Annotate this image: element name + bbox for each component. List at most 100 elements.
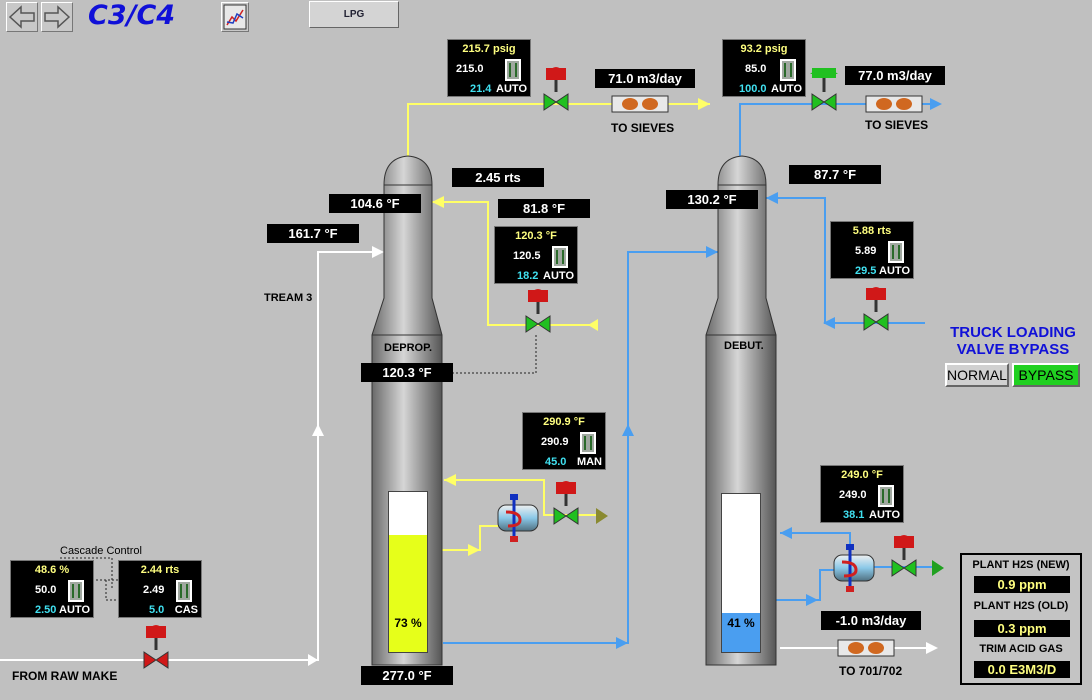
h2s-old-label: PLANT H2S (OLD)	[973, 600, 1069, 612]
sp-value: 5.89	[855, 245, 877, 257]
output-value: 2.50	[35, 604, 57, 616]
arrow-left-icon	[8, 5, 35, 29]
pv-value: 48.6 %	[34, 564, 70, 576]
h2s-new-label: PLANT H2S (NEW)	[972, 559, 1070, 571]
output-value: 29.5	[855, 265, 877, 277]
pv-value: 5.88 rts	[852, 225, 892, 237]
faceplate-icon	[780, 59, 796, 81]
controller-feed-flow[interactable]: 2.44 rts 2.49 5.0 CAS	[118, 560, 202, 618]
deprop-mid-temp: 120.3 °F	[361, 363, 453, 382]
valve-debut-reboiler	[891, 535, 944, 577]
deprop-column-label: DEPROP.	[384, 342, 433, 354]
output-value: 21.4	[470, 83, 492, 95]
lpg-button[interactable]: LPG	[309, 1, 399, 28]
faceplate-icon	[176, 580, 192, 602]
mode-label: AUTO	[496, 83, 527, 95]
pv-value: 2.44 rts	[140, 564, 180, 576]
faceplate-icon	[580, 432, 596, 454]
deprop-overhead-flow: 71.0 m3/day	[595, 69, 695, 88]
debut-level-bar: 41 %	[721, 493, 761, 653]
deprop-reflux-temp: 81.8 °F	[498, 199, 590, 218]
mode-label: AUTO	[879, 265, 910, 277]
sp-value: 2.49	[143, 584, 165, 596]
pv-value: 249.0 °F	[841, 469, 883, 481]
controller-debut-reflux[interactable]: 5.88 rts 5.89 29.5 AUTO	[830, 221, 914, 279]
output-value: 38.1	[843, 509, 865, 521]
valve-deprop-reboiler	[553, 481, 608, 525]
valve-deprop-pressure	[543, 67, 569, 111]
trend-chart-icon	[223, 4, 247, 30]
trim-acid-value: 0.0 E3M3/D	[974, 661, 1070, 678]
debut-level-fill	[722, 613, 760, 652]
sp-value: 85.0	[745, 63, 767, 75]
trend-button[interactable]	[221, 2, 249, 32]
arrow-right-icon	[44, 5, 71, 29]
deprop-level-text: 73 %	[394, 616, 422, 630]
to-sieves-label-1: TO SIEVES	[611, 121, 675, 135]
cascade-control-label: Cascade Control	[60, 545, 142, 557]
controller-deprop-pressure[interactable]: 215.7 psig 215.0 21.4 AUTO	[447, 39, 531, 97]
sp-value: 50.0	[35, 584, 57, 596]
faceplate-icon	[878, 485, 894, 507]
deprop-level-bar: 73 %	[388, 491, 428, 653]
sp-value: 249.0	[839, 489, 867, 501]
page-title: C3/C4	[88, 0, 176, 31]
valve-debut-pressure	[810, 68, 838, 111]
valve-feed	[143, 625, 169, 669]
sp-value: 290.9	[541, 436, 569, 448]
deprop-top-temp: 104.6 °F	[329, 194, 421, 213]
mode-label: MAN	[576, 456, 602, 468]
truck-loading-line1: TRUCK LOADING	[950, 324, 1076, 341]
valve-deprop-reflux	[525, 289, 551, 333]
to-sieves-label-2: TO SIEVES	[865, 118, 929, 132]
deprop-level-fill	[389, 535, 427, 652]
truck-loading-title: TRUCK LOADING VALVE BYPASS	[948, 324, 1078, 358]
feed-arrow	[308, 654, 318, 666]
stream3-label: TREAM 3	[264, 292, 313, 304]
sp-value: 215.0	[456, 63, 484, 75]
mode-label: AUTO	[59, 604, 90, 616]
mode-label: CAS	[174, 604, 198, 616]
debut-top-temp: 130.2 °F	[666, 190, 758, 209]
plant-h2s-panel: PLANT H2S (NEW) 0.9 ppm PLANT H2S (OLD) …	[960, 553, 1082, 685]
output-value: 18.2	[517, 270, 539, 282]
normal-button[interactable]: NORMAL	[945, 363, 1009, 387]
faceplate-icon	[68, 580, 84, 602]
flowmeter-debut	[865, 95, 923, 113]
truck-loading-line2: VALVE BYPASS	[956, 341, 1070, 358]
reboiler-deprop	[497, 494, 539, 542]
forward-button[interactable]	[41, 2, 73, 32]
controller-deprop-reflux[interactable]: 120.3 °F 120.5 18.2 AUTO	[494, 226, 578, 284]
controller-feed-level[interactable]: 48.6 % 50.0 2.50 AUTO	[10, 560, 94, 618]
faceplate-icon	[505, 59, 521, 81]
bypass-button[interactable]: BYPASS	[1012, 363, 1080, 387]
from-raw-make-label: FROM RAW MAKE	[12, 669, 118, 683]
pv-value: 120.3 °F	[515, 230, 557, 242]
flowmeter-bottoms	[837, 639, 895, 657]
reboiler-debut	[833, 544, 875, 592]
debut-bottoms-flow: -1.0 m3/day	[821, 611, 921, 630]
h2s-new-value: 0.9 ppm	[974, 576, 1070, 593]
controller-deprop-reboiler[interactable]: 290.9 °F 290.9 45.0 MAN	[522, 412, 606, 470]
pv-value: 215.7 psig	[462, 43, 516, 55]
output-value: 100.0	[739, 83, 767, 95]
faceplate-icon	[552, 246, 568, 268]
debut-overhead-flow: 77.0 m3/day	[845, 66, 945, 85]
feed-temp: 161.7 °F	[267, 224, 359, 243]
flowmeter-deprop	[611, 95, 669, 113]
faceplate-icon	[888, 241, 904, 263]
trim-acid-label: TRIM ACID GAS	[979, 643, 1063, 655]
back-button[interactable]	[6, 2, 38, 32]
to-701-label: TO 701/702	[839, 664, 903, 678]
controller-debut-reboiler[interactable]: 249.0 °F 249.0 38.1 AUTO	[820, 465, 904, 523]
controller-debut-pressure[interactable]: 93.2 psig 85.0 100.0 AUTO	[722, 39, 806, 97]
deprop-reflux-rts: 2.45 rts	[452, 168, 544, 187]
deprop-bottom-temp: 277.0 °F	[361, 666, 453, 685]
valve-debut-reflux	[863, 287, 889, 331]
output-value: 5.0	[149, 604, 165, 616]
debut-column-label: DEBUT.	[724, 340, 764, 352]
mode-label: AUTO	[869, 509, 900, 521]
output-value: 45.0	[545, 456, 567, 468]
mode-label: AUTO	[771, 83, 802, 95]
pv-value: 93.2 psig	[740, 43, 788, 55]
